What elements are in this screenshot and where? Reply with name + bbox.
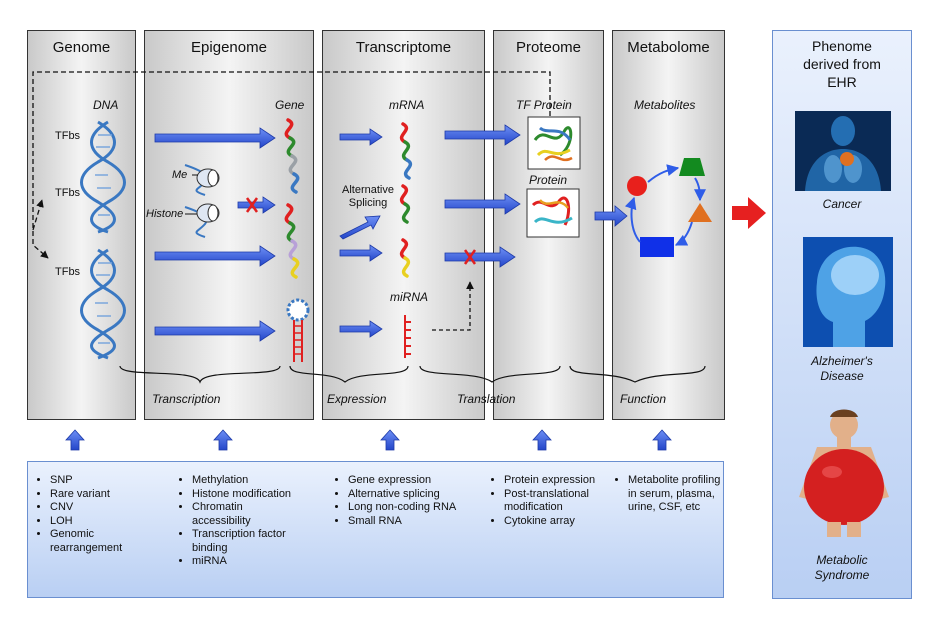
translation-label: Translation — [457, 392, 516, 406]
data-types-box: SNP Rare variant CNV LOH Genomic rearran… — [27, 461, 724, 598]
mrna-strand-icon — [399, 122, 413, 278]
transcriptome-panel: Transcriptome — [322, 30, 485, 420]
list-item: Transcription factor binding — [192, 528, 302, 555]
alternative-splicing-label: Alternative Splicing — [342, 184, 394, 209]
list-item: Chromatin accessibility — [192, 501, 302, 528]
list-item: Protein expression — [504, 474, 624, 488]
metabolome-title: Metabolome — [627, 39, 710, 56]
metabolic-syndrome-caption: Metabolic Syndrome — [814, 553, 870, 582]
dna-helix-icon — [80, 120, 126, 360]
alzheimers-caption: Alzheimer's Disease — [811, 354, 873, 383]
list-item: miRNA — [192, 555, 302, 569]
list-item: Gene expression — [348, 474, 458, 488]
mature-mirna-icon — [404, 315, 411, 358]
protein-structure-icon — [526, 188, 580, 238]
transcriptome-data-list: Gene expression Alternative splicing Lon… — [334, 474, 458, 528]
phenome-title: Phenome derived from EHR — [803, 38, 881, 90]
proteome-data-list: Protein expression Post-translational mo… — [490, 474, 624, 528]
metabolic-syndrome-image-icon — [799, 409, 889, 537]
me-label: Me — [172, 169, 188, 181]
list-item: Metabolite profiling in serum, plasma, u… — [628, 474, 728, 515]
phenome-arrow — [732, 197, 766, 229]
transcriptome-title: Transcriptome — [355, 39, 452, 56]
histone-label: Histone — [146, 208, 184, 220]
genome-panel: Genome — [27, 30, 136, 420]
tf-feedback-dashed-arrow — [32, 71, 551, 259]
tf-protein-label: TF Protein — [516, 98, 572, 112]
list-item: Genomic rearrangement — [50, 528, 150, 555]
list-item: Long non-coding RNA — [348, 501, 458, 515]
dna-label: DNA — [93, 98, 119, 112]
list-item: SNP — [50, 474, 170, 488]
epigenome-panel: Epigenome — [144, 30, 314, 420]
process-braces — [119, 365, 706, 384]
mirna-dashed-arrow — [432, 281, 474, 331]
cancer-image-icon — [795, 111, 891, 191]
epigenome-title: Epigenome — [191, 39, 267, 56]
metabolites-label: Metabolites — [634, 98, 696, 112]
inhibition-x-icon — [245, 197, 477, 265]
tfbs-label-2: TFbs — [55, 187, 81, 199]
list-item: Rare variant — [50, 488, 170, 502]
nucleosome-icon — [184, 164, 220, 238]
list-item: Post-translational modification — [504, 488, 624, 515]
genome-data-list: SNP Rare variant CNV LOH Genomic rearran… — [36, 474, 170, 555]
tfbs-label-3: TFbs — [55, 266, 81, 278]
mirna-label: miRNA — [390, 290, 428, 304]
gene-strand-icon — [284, 118, 300, 279]
tfbs-label-1: TFbs — [55, 130, 81, 142]
list-item: Histone modification — [192, 488, 302, 502]
function-label: Function — [620, 392, 667, 406]
list-item: CNV — [50, 501, 170, 515]
expression-label: Expression — [327, 392, 387, 406]
list-item: Alternative splicing — [348, 488, 458, 502]
alzheimers-image-icon — [803, 237, 893, 347]
list-item: LOH — [50, 515, 170, 529]
list-item: Small RNA — [348, 515, 458, 529]
cancer-caption: Cancer — [822, 197, 862, 211]
mirna-hairpin-icon — [286, 298, 310, 362]
list-item: Cytokine array — [504, 515, 624, 529]
metabolome-data-list: Metabolite profiling in serum, plasma, u… — [614, 474, 728, 515]
gene-label: Gene — [275, 98, 305, 112]
phenome-panel: Phenome derived from EHR Cancer Alzheime… — [772, 30, 912, 599]
flow-arrows — [154, 124, 628, 342]
epigenome-data-list: Methylation Histone modification Chromat… — [178, 474, 302, 569]
transcription-label: Transcription — [152, 392, 221, 406]
list-item: Methylation — [192, 474, 302, 488]
metabolome-panel: Metabolome — [612, 30, 725, 420]
tf-protein-structure-icon — [527, 116, 581, 170]
metabolite-cycle-icon — [624, 158, 712, 257]
input-up-arrows — [65, 429, 672, 451]
protein-label: Protein — [529, 173, 568, 187]
mrna-label: mRNA — [389, 98, 425, 112]
proteome-title: Proteome — [515, 39, 582, 56]
genome-title: Genome — [52, 39, 111, 56]
